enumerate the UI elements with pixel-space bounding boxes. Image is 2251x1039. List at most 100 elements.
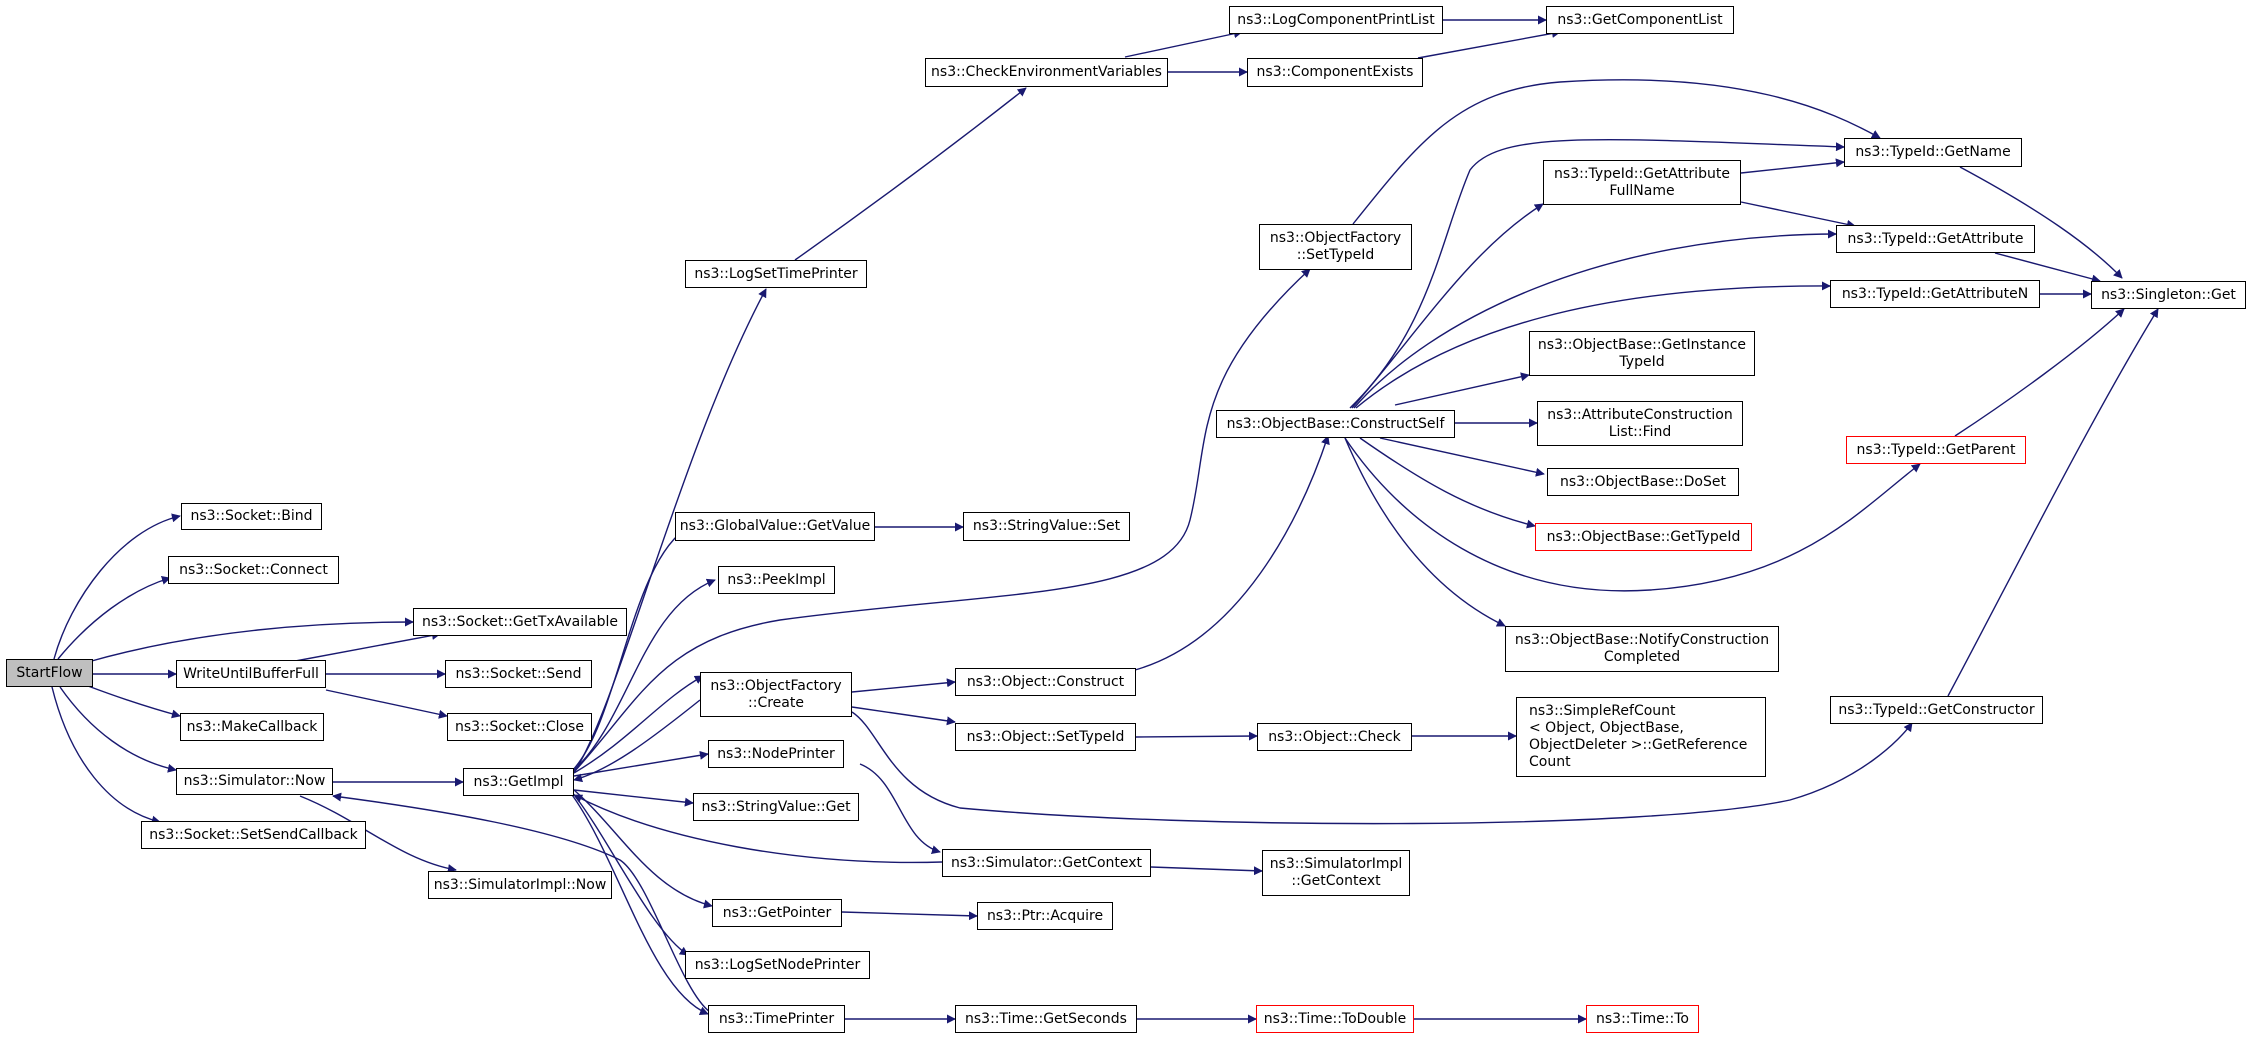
node-typeid-getparent[interactable]: ns3::TypeId::GetParent bbox=[1846, 436, 2026, 464]
edge-objectfactory-create-typeid-getconstructor bbox=[851, 711, 1913, 825]
edge-constructself-objectbase-gettypeid bbox=[1359, 437, 1536, 529]
node-checkenvironmentvariables[interactable]: ns3::CheckEnvironmentVariables bbox=[925, 58, 1168, 87]
node-attributeconstructionlist-find[interactable]: ns3::AttributeConstruction List::Find bbox=[1537, 401, 1743, 446]
node-simplerefcount[interactable]: ns3::SimpleRefCount < Object, ObjectBase… bbox=[1516, 697, 1766, 777]
node-makecallback[interactable]: ns3::MakeCallback bbox=[180, 713, 324, 741]
node-time-getseconds[interactable]: ns3::Time::GetSeconds bbox=[955, 1005, 1137, 1033]
edge-typeid-getparent-singleton-get bbox=[1954, 308, 2125, 437]
edge-getimpl-globalvalue-getvalue bbox=[571, 525, 691, 772]
edge-getattributefullname-typeid-getname bbox=[1740, 158, 1845, 174]
edge-constructself-typeid-getattributefullname bbox=[1351, 203, 1544, 409]
node-simulatorimpl-getcontext[interactable]: ns3::SimulatorImpl ::GetContext bbox=[1262, 850, 1410, 896]
edge-startflow-socket-setsendcallback bbox=[51, 686, 161, 825]
node-simulator-getcontext[interactable]: ns3::Simulator::GetContext bbox=[942, 849, 1151, 877]
node-stringvalue-set[interactable]: ns3::StringValue::Set bbox=[963, 512, 1130, 541]
node-getimpl[interactable]: ns3::GetImpl bbox=[463, 768, 574, 796]
node-timeprinter[interactable]: ns3::TimePrinter bbox=[708, 1005, 845, 1033]
edge-object-settypeid-object-check bbox=[1135, 731, 1258, 741]
node-globalvalue-getvalue[interactable]: ns3::GlobalValue::GetValue bbox=[675, 512, 875, 541]
edge-objectfactory-create-getimpl bbox=[573, 699, 701, 783]
node-socket-bind[interactable]: ns3::Socket::Bind bbox=[181, 503, 322, 530]
node-socket-send[interactable]: ns3::Socket::Send bbox=[445, 660, 592, 688]
edge-typeid-getattribute-singleton-get bbox=[1994, 252, 2101, 284]
edge-startflow-makecallback bbox=[87, 685, 181, 719]
edge-getimpl-nodeprinter bbox=[573, 750, 709, 777]
edge-startflow-socket-gettxavailable bbox=[87, 617, 414, 663]
node-simulatorimpl-now[interactable]: ns3::SimulatorImpl::Now bbox=[428, 871, 612, 899]
node-startflow[interactable]: StartFlow bbox=[6, 659, 93, 687]
edge-startflow-socket-connect bbox=[57, 576, 171, 660]
edge-getimpl-logsettimeprinter bbox=[574, 288, 767, 772]
edge-getimpl-logsetnodeprinter bbox=[571, 791, 689, 956]
node-objectfactory-create[interactable]: ns3::ObjectFactory ::Create bbox=[700, 672, 852, 717]
edge-nodeprinter-simulator-getcontext bbox=[859, 763, 941, 854]
edge-constructself-objectbase-getinstancetypeid bbox=[1394, 372, 1530, 406]
node-singleton-get[interactable]: ns3::Singleton::Get bbox=[2091, 281, 2246, 309]
edge-getpointer-ptr-acquire bbox=[841, 911, 978, 921]
edge-constructself-typeid-getattributen bbox=[1355, 281, 1831, 409]
edge-componentexists-getcomponentlist bbox=[1417, 29, 1561, 59]
node-logcomponentprintlist[interactable]: ns3::LogComponentPrintList bbox=[1229, 6, 1443, 34]
node-writeuntilbufferfull[interactable]: WriteUntilBufferFull bbox=[176, 660, 326, 688]
node-object-check[interactable]: ns3::Object::Check bbox=[1257, 723, 1412, 751]
edge-getattributefullname-typeid-getattribute bbox=[1740, 201, 1856, 229]
edge-writeuntil-socket-close bbox=[325, 689, 448, 719]
node-socket-connect[interactable]: ns3::Socket::Connect bbox=[168, 556, 339, 584]
node-getcomponentlist[interactable]: ns3::GetComponentList bbox=[1546, 6, 1734, 34]
node-objectbase-notifyconstruction[interactable]: ns3::ObjectBase::NotifyConstruction Comp… bbox=[1505, 626, 1779, 672]
node-typeid-getname[interactable]: ns3::TypeId::GetName bbox=[1844, 138, 2022, 167]
edge-objectfactory-create-object-settypeid bbox=[851, 706, 956, 726]
node-getpointer[interactable]: ns3::GetPointer bbox=[712, 899, 842, 927]
node-typeid-getattributen[interactable]: ns3::TypeId::GetAttributeN bbox=[1830, 280, 2040, 308]
edge-constructself-typeid-getattribute bbox=[1353, 229, 1837, 409]
node-socket-gettxavailable[interactable]: ns3::Socket::GetTxAvailable bbox=[413, 608, 627, 636]
edge-timeprinter-simulator-now bbox=[332, 792, 711, 1013]
edge-object-construct-objectbase-constructself bbox=[1134, 435, 1330, 671]
node-logsetnodeprinter[interactable]: ns3::LogSetNodePrinter bbox=[685, 951, 870, 979]
edge-constructself-objectbase-doset bbox=[1379, 437, 1545, 477]
edge-constructself-typeid-getname bbox=[1349, 138, 1845, 409]
node-socket-close[interactable]: ns3::Socket::Close bbox=[447, 713, 592, 741]
node-object-construct[interactable]: ns3::Object::Construct bbox=[955, 668, 1136, 696]
node-object-settypeid[interactable]: ns3::Object::SetTypeId bbox=[955, 723, 1136, 751]
edge-getimpl-getpointer bbox=[573, 789, 713, 909]
node-typeid-getattribute[interactable]: ns3::TypeId::GetAttribute bbox=[1836, 225, 2035, 253]
edge-writeuntil-socket-gettxavailable bbox=[289, 631, 441, 663]
node-time-todouble[interactable]: ns3::Time::ToDouble bbox=[1256, 1005, 1414, 1033]
node-objectfactory-settypeid[interactable]: ns3::ObjectFactory ::SetTypeId bbox=[1259, 224, 1412, 270]
edge-getimpl-peekimpl bbox=[571, 578, 716, 773]
node-typeid-getattributefullname[interactable]: ns3::TypeId::GetAttribute FullName bbox=[1543, 160, 1741, 205]
edge-startflow-socket-bind bbox=[53, 513, 181, 660]
node-socket-setsendcallback[interactable]: ns3::Socket::SetSendCallback bbox=[141, 821, 366, 849]
node-componentexists[interactable]: ns3::ComponentExists bbox=[1247, 58, 1423, 87]
edge-simulator-now-simulatorimpl-now bbox=[299, 795, 457, 874]
edge-constructself-typeid-getparent bbox=[1344, 437, 1921, 592]
node-objectbase-gettypeid[interactable]: ns3::ObjectBase::GetTypeId bbox=[1535, 523, 1752, 551]
edge-getimpl-stringvalue-get bbox=[573, 789, 694, 807]
node-objectbase-constructself[interactable]: ns3::ObjectBase::ConstructSelf bbox=[1216, 410, 1455, 438]
edges bbox=[51, 15, 2159, 1024]
edge-logsettimeprinter-checkenv bbox=[794, 87, 1027, 261]
edge-simulator-getcontext-getimpl bbox=[573, 794, 943, 864]
edge-objectfactory-settypeid-typeid-getname bbox=[1352, 79, 1881, 225]
edge-objectfactory-create-object-construct bbox=[851, 678, 956, 693]
edge-typeid-getname-singleton-get bbox=[1959, 166, 2123, 279]
edge-getimpl-objectfactory-create bbox=[573, 675, 704, 774]
edge-checkenv-logcomponentprintlist bbox=[1124, 29, 1243, 58]
node-simulator-now[interactable]: ns3::Simulator::Now bbox=[176, 768, 333, 795]
node-peekimpl[interactable]: ns3::PeekImpl bbox=[718, 566, 835, 594]
node-objectbase-doset[interactable]: ns3::ObjectBase::DoSet bbox=[1547, 468, 1739, 496]
edge-constructself-objectbase-notifyconstruction bbox=[1344, 437, 1506, 627]
node-logsettimeprinter[interactable]: ns3::LogSetTimePrinter bbox=[685, 260, 867, 288]
node-time-to[interactable]: ns3::Time::To bbox=[1586, 1005, 1699, 1033]
edge-typeid-getconstructor-singleton-get bbox=[1947, 308, 2159, 697]
node-objectbase-getinstancetypeid[interactable]: ns3::ObjectBase::GetInstance TypeId bbox=[1529, 331, 1755, 376]
node-ptr-acquire[interactable]: ns3::Ptr::Acquire bbox=[977, 902, 1113, 930]
node-typeid-getconstructor[interactable]: ns3::TypeId::GetConstructor bbox=[1830, 696, 2043, 724]
edge-startflow-simulator-now bbox=[59, 686, 177, 773]
edge-getimpl-timeprinter bbox=[569, 791, 709, 1016]
node-stringvalue-get[interactable]: ns3::StringValue::Get bbox=[693, 793, 859, 821]
edge-getimpl-objectfactory-settypeid bbox=[573, 268, 1311, 773]
node-nodeprinter[interactable]: ns3::NodePrinter bbox=[708, 740, 844, 768]
